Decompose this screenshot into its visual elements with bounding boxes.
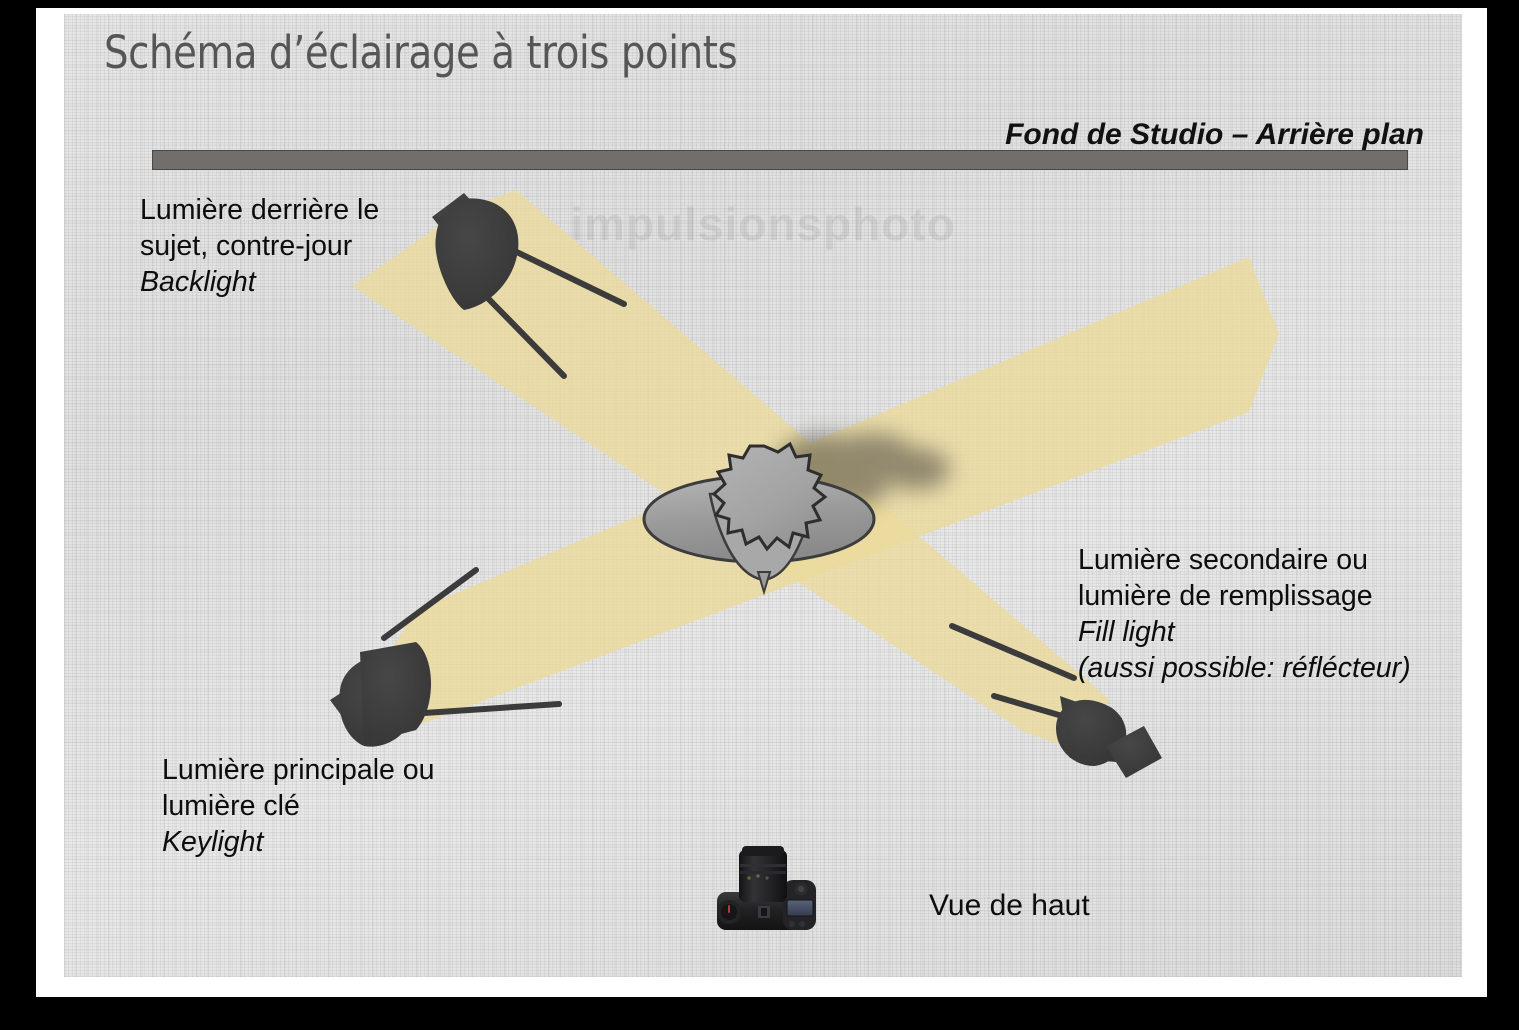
label-keylight-line3: Keylight (162, 826, 264, 858)
label-keylight: Lumière principale ou lumière clé Keylig… (162, 752, 435, 860)
label-backlight-line3: Backlight (140, 266, 256, 298)
diagram-board: impulsionsphoto Schéma d’éclairage à tro… (64, 14, 1462, 977)
label-keylight-line2: lumière clé (162, 790, 300, 822)
label-top-view: Vue de haut (929, 889, 1090, 922)
label-backlight: Lumière derrière le sujet, contre-jour B… (140, 192, 379, 300)
page-title: Schéma d’éclairage à trois points (104, 26, 738, 79)
camera-icon[interactable] (709, 840, 826, 940)
label-filllight-line3: Fill light (1078, 616, 1175, 648)
studio-lamp-icon-filllight[interactable] (949, 623, 1162, 778)
label-filllight: Lumière secondaire ou lumière de remplis… (1078, 542, 1411, 686)
studio-lamp-icon-keylight[interactable] (330, 567, 562, 747)
label-filllight-line4: (aussi possible: réflécteur) (1078, 652, 1411, 684)
label-backlight-line2: sujet, contre-jour (140, 230, 353, 262)
label-filllight-line1: Lumière secondaire ou (1078, 544, 1368, 576)
label-filllight-line2: lumière de remplissage (1078, 580, 1373, 612)
lighting-scene (330, 190, 1279, 778)
label-backlight-line1: Lumière derrière le (140, 194, 380, 226)
person-top-view-icon (642, 441, 876, 596)
backdrop-label: Fond de Studio – Arrière plan (1005, 118, 1424, 151)
studio-backdrop-bar (152, 150, 1408, 170)
label-keylight-line1: Lumière principale ou (162, 754, 435, 786)
studio-lamp-icon-backlight[interactable] (432, 193, 627, 379)
